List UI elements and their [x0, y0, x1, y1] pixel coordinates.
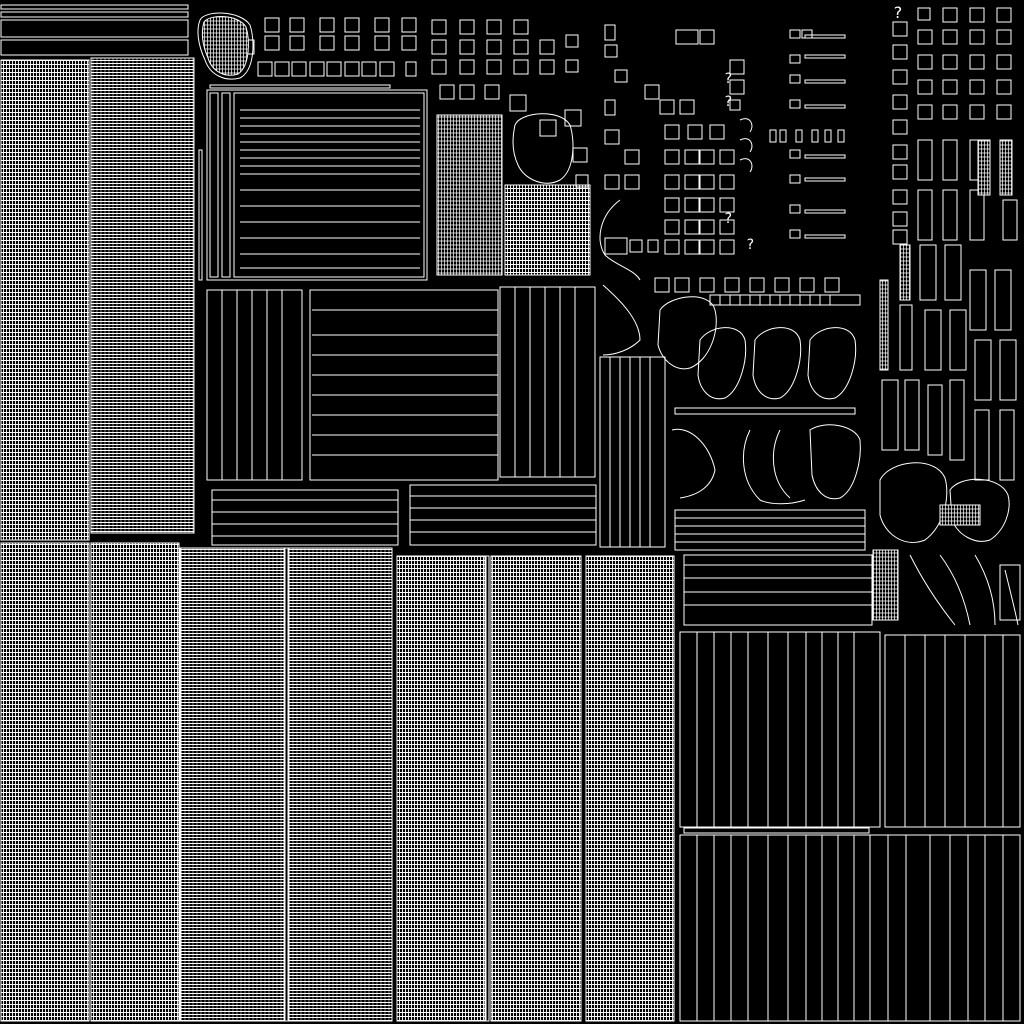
question-mark-glyph: ? — [724, 94, 733, 110]
bottom-right-striped-blocks — [679, 554, 1021, 1022]
question-mark-glyph: ? — [724, 71, 733, 87]
lower-hatched-columns — [179, 547, 675, 1022]
right-box-grid — [604, 24, 846, 255]
curved-shapes — [197, 12, 1019, 626]
question-mark-glyph: ? — [724, 211, 733, 227]
mid-right-strip-row — [654, 277, 866, 551]
center-hatched-mini — [431, 19, 591, 276]
middle-striped-blocks — [206, 286, 666, 548]
question-mark-glyph: ? — [893, 3, 903, 22]
left-hatched-panels — [0, 57, 195, 1022]
question-mark-glyph: ? — [746, 237, 755, 253]
top-small-box-grid — [209, 17, 417, 89]
center-left-panel — [198, 89, 428, 281]
right-column-panels — [872, 7, 1021, 621]
top-left-stripes — [0, 4, 189, 56]
